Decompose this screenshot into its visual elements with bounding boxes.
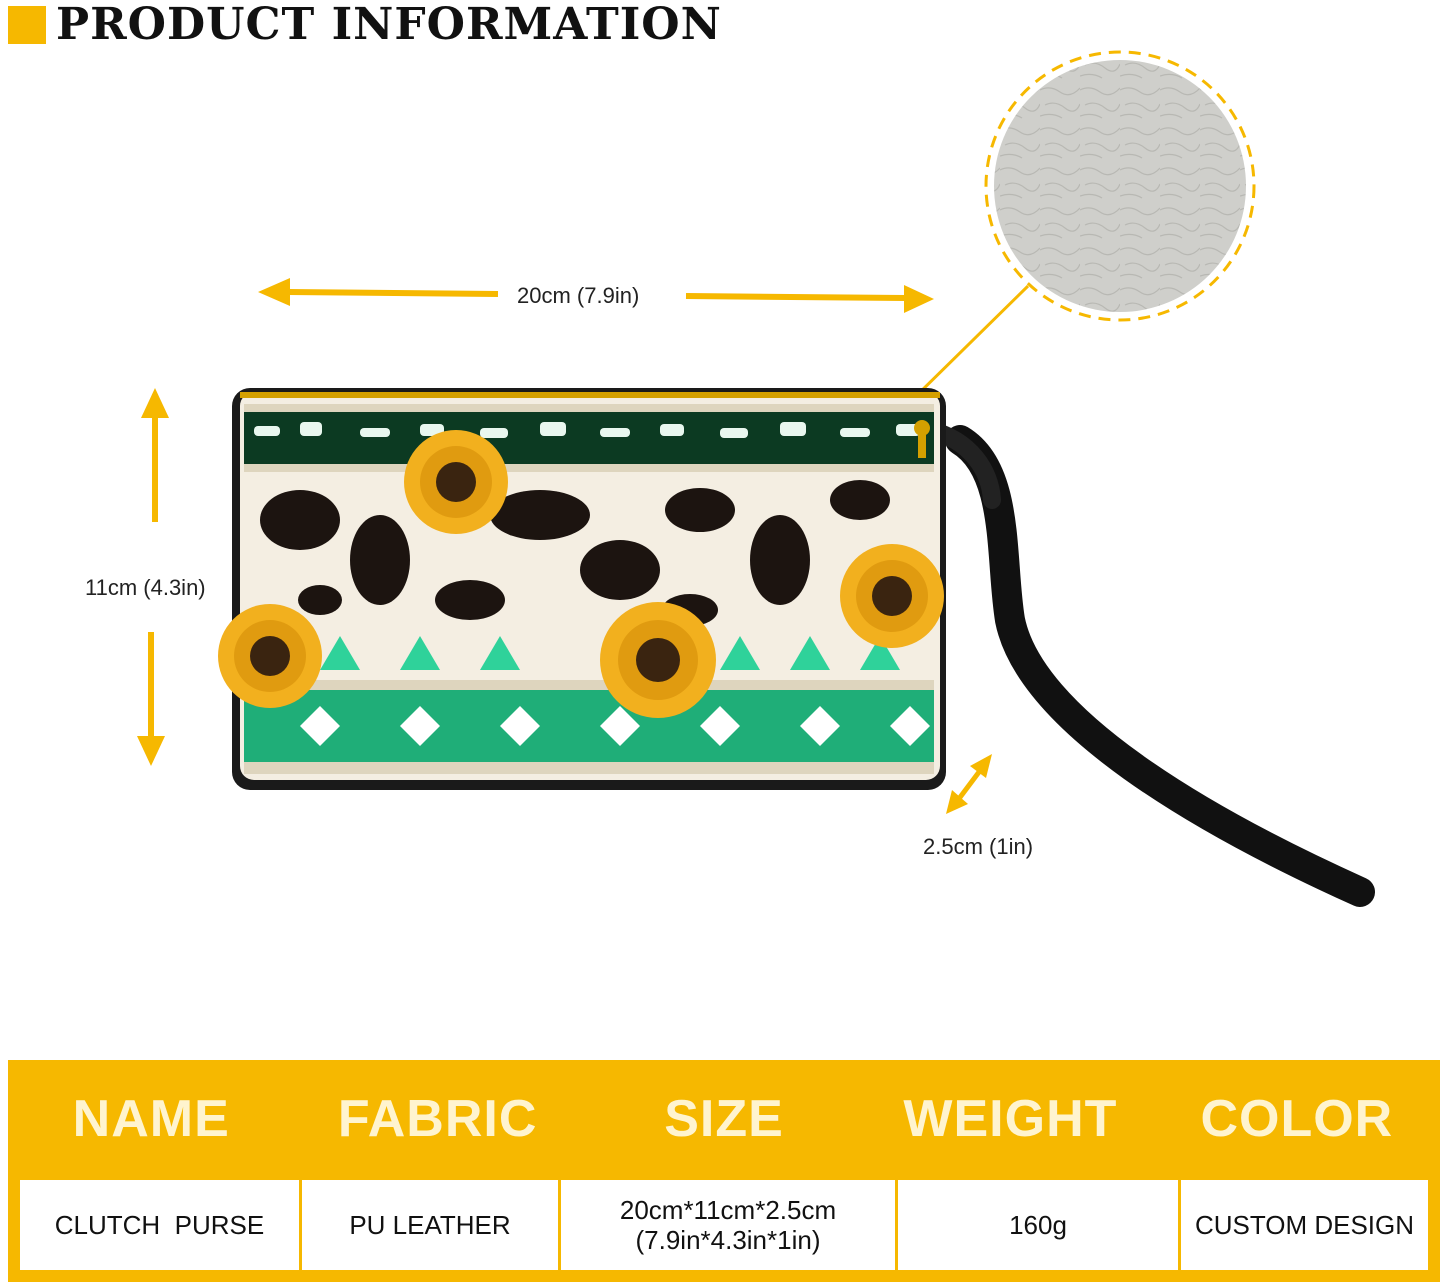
header-weight: WEIGHT — [903, 1090, 1118, 1148]
height-dimension-label: 11cm (4.3in) — [85, 575, 206, 600]
spec-table: NAME FABRIC SIZE WEIGHT COLOR CLUTCH PUR… — [8, 1060, 1440, 1282]
depth-dimension-label: 2.5cm (1in) — [923, 834, 1034, 859]
swatch-pointer-line — [908, 284, 1030, 404]
value-size-metric: 20cm*11cm*2.5cm — [619, 1195, 837, 1225]
depth-arrow — [946, 754, 992, 814]
sunflower — [600, 602, 716, 718]
wrist-strap — [945, 425, 1375, 907]
header-accent-square — [8, 6, 46, 44]
spec-table-row: CLUTCH PURSE PU LEATHER 20cm*11cm*2.5cm … — [20, 1180, 1428, 1270]
zipper-pull — [914, 420, 930, 436]
spec-table-header: NAME FABRIC SIZE WEIGHT COLOR — [8, 1060, 1440, 1178]
height-arrow — [137, 388, 169, 766]
value-fabric: PU LEATHER — [302, 1180, 561, 1270]
header: PRODUCT INFORMATION — [0, 0, 900, 50]
clutch-purse — [218, 388, 946, 790]
sunflower — [840, 544, 944, 648]
product-illustration — [137, 50, 1375, 907]
value-name-text: CLUTCH PURSE — [54, 1210, 265, 1240]
value-name: CLUTCH PURSE — [20, 1180, 302, 1270]
header-name: NAME — [72, 1090, 230, 1148]
sunflower — [404, 430, 508, 534]
value-size: 20cm*11cm*2.5cm (7.9in*4.3in*1in) — [561, 1180, 898, 1270]
value-size-imperial: (7.9in*4.3in*1in) — [635, 1225, 821, 1255]
width-dimension-label: 20cm (7.9in) — [517, 283, 640, 308]
header-fabric: FABRIC — [337, 1090, 538, 1148]
page-title: PRODUCT INFORMATION — [56, 0, 722, 50]
value-weight: 160g — [898, 1180, 1181, 1270]
header-size: SIZE — [664, 1090, 784, 1148]
width-arrow — [258, 278, 934, 313]
value-color: CUSTOM DESIGN — [1194, 1210, 1415, 1240]
header-color: COLOR — [1200, 1090, 1394, 1148]
sunflower — [218, 604, 322, 708]
leather-swatch — [908, 50, 1256, 404]
